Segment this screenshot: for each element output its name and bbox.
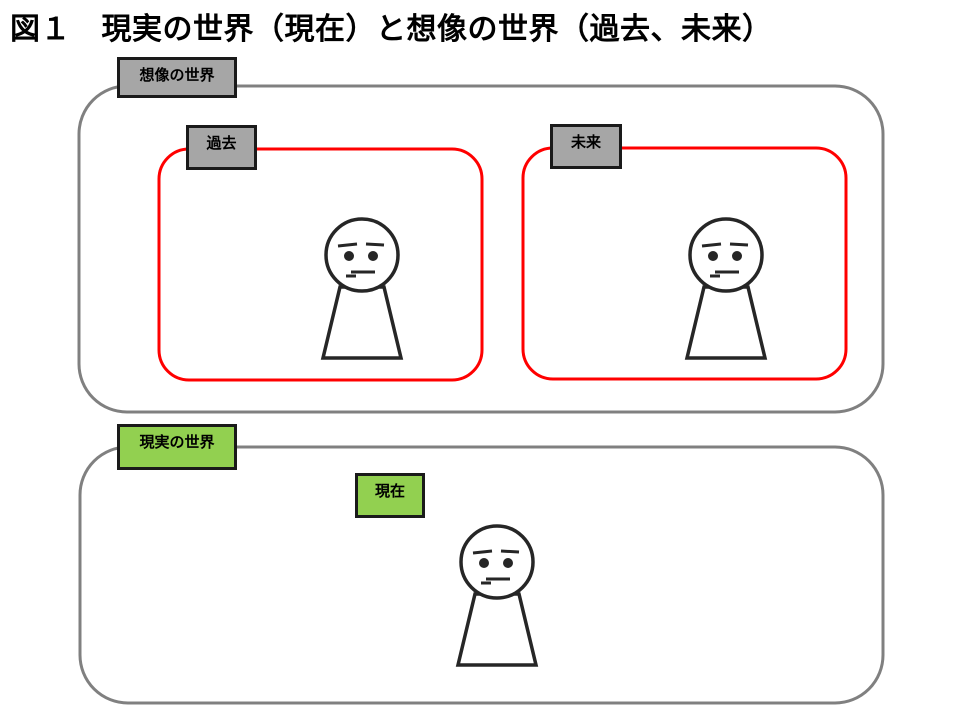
present-label: 現在 [355, 473, 425, 518]
future-region-box [521, 146, 848, 381]
future-label: 未来 [550, 124, 622, 169]
figure-title: 図１ 現実の世界（現在）と想像の世界（過去、未来） [10, 13, 773, 46]
past-label: 過去 [186, 125, 257, 170]
past-region-box [157, 147, 484, 382]
real-world-label: 現実の世界 [117, 424, 237, 470]
imagined-world-label: 想像の世界 [117, 57, 237, 98]
